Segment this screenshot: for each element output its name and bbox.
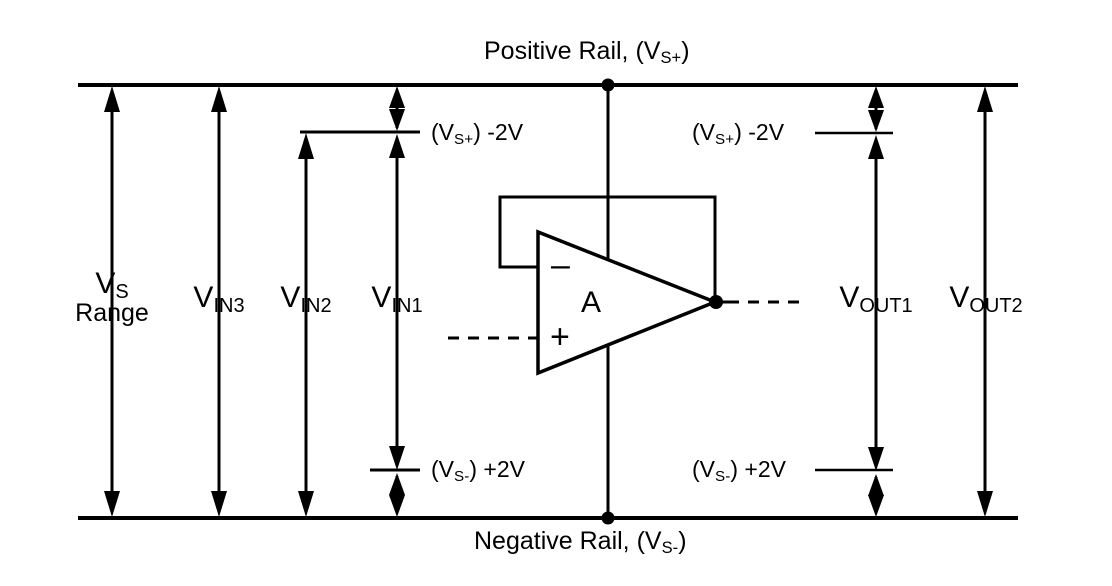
headroom-top-right-prefix: (V <box>692 119 715 145</box>
headroom-top-right-label: (VS+) -2V <box>692 119 785 147</box>
vin2-arrowhead-up <box>298 133 314 159</box>
vout2-label-base: V <box>949 281 970 314</box>
vin1-headroom-bottom-arrowhead-down <box>389 495 405 517</box>
vs-range-arrowhead-down <box>104 491 120 517</box>
headroom-top-left-prefix: (V <box>431 119 454 145</box>
vin1-label-sub: IN1 <box>391 295 423 317</box>
headroom-top-left-suffix: ) -2V <box>473 119 524 145</box>
vin1-label-base: V <box>371 281 392 314</box>
opamp-noninverting-sign: + <box>550 318 570 356</box>
negative-rail-label-tail: ) <box>678 527 687 555</box>
vin2-arrowhead-down <box>298 491 314 517</box>
headroom-top-left-sub: S+ <box>454 130 474 148</box>
opamp-inverting-sign-text: – <box>551 246 570 284</box>
vout2-arrowhead-up <box>977 86 993 112</box>
vout1-headroom-top-arrowhead-up <box>868 86 884 108</box>
headroom-bottom-left-prefix: (V <box>431 456 454 482</box>
positive-rail-label-main: Positive Rail, (V <box>484 37 661 65</box>
positive-rail-label-tail: ) <box>681 37 690 65</box>
vout1-arrowhead-up <box>868 135 884 159</box>
vout2-label-sub: OUT2 <box>969 295 1023 317</box>
vout1-arrowhead-down <box>868 447 884 471</box>
positive-rail-label: Positive Rail, (VS+) <box>484 37 690 68</box>
vs-range-label-sub: S <box>115 281 129 303</box>
vin1-arrowhead-up <box>389 134 405 158</box>
vin2-label: VIN2 <box>258 281 354 317</box>
vout2-arrowhead-down <box>977 491 993 517</box>
vin1-headroom-top-arrowhead-up <box>389 86 405 108</box>
headroom-bottom-right-sub: S- <box>715 467 731 485</box>
vin3-label-base: V <box>193 281 214 314</box>
vout2-label: VOUT2 <box>928 281 1044 317</box>
vout1-label-base: V <box>839 281 860 314</box>
opamp-triangle <box>536 229 720 376</box>
headroom-bottom-right-suffix: ) +2V <box>730 456 786 482</box>
vs-range-label-extra: Range <box>75 298 149 327</box>
vin1-headroom-bottom-arrowhead-up <box>389 473 405 495</box>
headroom-bottom-right-prefix: (V <box>692 456 715 482</box>
vout1-headroom-bottom-arrowhead-up <box>868 474 884 496</box>
opamp-gain-label-text: A <box>581 286 602 319</box>
opamp-noninverting-sign-text: + <box>550 318 570 356</box>
headroom-top-right-suffix: ) -2V <box>734 119 785 145</box>
vs-range-label: VS Range <box>62 268 162 326</box>
vout1-label-sub: OUT1 <box>859 295 913 317</box>
headroom-top-left-label: (VS+) -2V <box>431 119 524 147</box>
vout1-label: VOUT1 <box>818 281 934 317</box>
vout1-headroom-bottom-arrowhead-down <box>868 495 884 517</box>
vin3-label: VIN3 <box>171 281 267 317</box>
positive-rail-label-sub: S+ <box>660 49 682 68</box>
vs-range-label-base: V <box>95 267 116 300</box>
negative-rail-label: Negative Rail, (VS-) <box>474 527 687 558</box>
vout1-headroom-top-arrowhead-down <box>868 110 884 132</box>
negative-rail-label-main: Negative Rail, (V <box>474 527 662 555</box>
headroom-bottom-left-label: (VS-) +2V <box>431 456 525 484</box>
opamp-inverting-sign: – <box>551 246 570 284</box>
feedback-wire <box>498 195 717 302</box>
vin1-headroom-top-arrowhead-down <box>389 109 405 131</box>
vin3-label-sub: IN3 <box>213 295 245 317</box>
vin1-label: VIN1 <box>349 281 445 317</box>
vin3-arrowhead-up <box>211 86 227 112</box>
vs-range-arrowhead-up <box>104 86 120 112</box>
negative-rail-label-sub: S- <box>661 539 679 558</box>
headroom-bottom-right-label: (VS-) +2V <box>692 456 786 484</box>
vin1-arrowhead-down <box>389 446 405 470</box>
vin2-label-base: V <box>280 281 301 314</box>
vin3-arrowhead-down <box>211 491 227 517</box>
output-node-dot <box>709 295 723 309</box>
opamp-gain-label: A <box>581 287 601 319</box>
headroom-bottom-left-suffix: ) +2V <box>469 456 525 482</box>
vin2-label-sub: IN2 <box>300 295 332 317</box>
headroom-bottom-left-sub: S- <box>454 467 470 485</box>
headroom-top-right-sub: S+ <box>715 130 735 148</box>
